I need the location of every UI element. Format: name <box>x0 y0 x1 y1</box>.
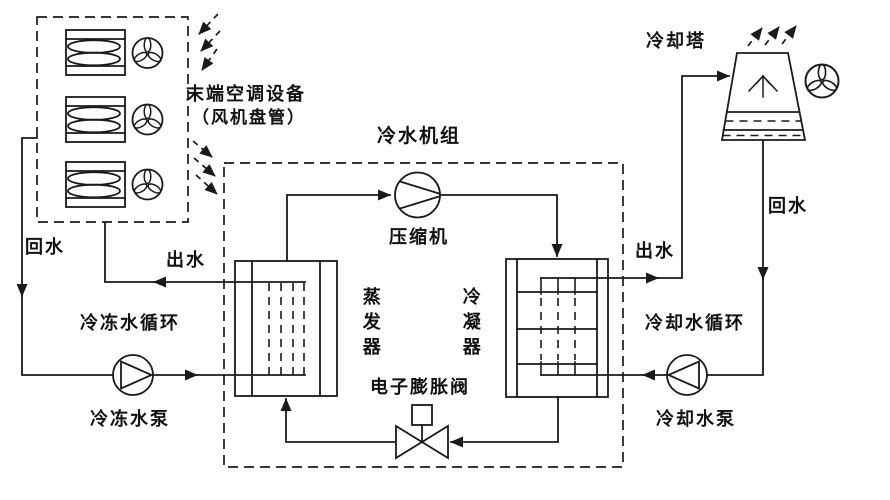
refrigerant-liquid-pipe <box>450 396 559 448</box>
cooling-pump-label: 冷却水泵 <box>656 409 736 429</box>
chilled-water-pump-icon <box>112 354 154 396</box>
evaporator-label: 蒸发器 <box>360 287 381 362</box>
terminal-units-box <box>36 16 189 223</box>
compressor-icon <box>394 171 441 219</box>
chiller-unit-box <box>223 162 624 468</box>
chiller-unit-label: 冷水机组 <box>377 126 462 147</box>
cooling-water-pump-icon <box>666 354 708 396</box>
coil-symbol <box>65 161 126 208</box>
chilled-return-label: 回水 <box>25 237 65 257</box>
cooling-loop-label: 冷却水循环 <box>645 313 745 333</box>
fan-coil-unit <box>65 96 164 143</box>
chilled-pump-label: 冷冻水泵 <box>90 409 170 429</box>
refrigerant-suction-pipe <box>286 189 391 262</box>
cooling-water-return-pipe <box>706 139 769 376</box>
airflow-arrows-cooling-tower <box>747 25 797 47</box>
fan-coil-unit <box>65 29 164 76</box>
airflow-arrows-out-of-fan-coils <box>192 140 218 195</box>
cooling-supply-label: 出水 <box>635 241 675 261</box>
fan-icon <box>131 103 164 136</box>
chilled-water-return-pipe <box>16 137 114 376</box>
coil-symbol <box>65 96 126 143</box>
condenser-label: 冷凝器 <box>460 287 481 362</box>
terminal-units-label-line2: （风机盘管） <box>192 108 306 127</box>
fan-icon <box>131 37 164 69</box>
compressor-label: 压缩机 <box>389 227 449 247</box>
evaporator-symbol <box>234 260 338 397</box>
cooling-return-label: 回水 <box>768 196 808 216</box>
cooling-tower-symbol <box>720 52 807 141</box>
coil-symbol <box>65 29 126 76</box>
expansion-valve-icon <box>395 404 449 460</box>
cooling-water-supply-pipe <box>540 70 730 284</box>
condenser-symbol <box>505 258 609 398</box>
fan-icon <box>131 168 164 201</box>
chilled-water-supply-pipe <box>104 222 306 288</box>
fan-coil-unit <box>65 161 164 208</box>
chilled-loop-label: 冷冻水循环 <box>80 313 180 333</box>
refrigerant-expansion-pipe <box>280 398 397 443</box>
cooling-tower-label: 冷却塔 <box>646 31 706 51</box>
terminal-units-label-line1: 末端空调设备 <box>186 84 306 104</box>
chilled-supply-label: 出水 <box>166 250 206 270</box>
cooling-tower-fan-icon <box>804 63 840 99</box>
airflow-arrows-into-fan-coils <box>198 13 221 71</box>
spray-icon <box>747 74 779 98</box>
expansion-valve-label: 电子膨胀阀 <box>370 377 470 397</box>
refrigerant-discharge-pipe <box>439 194 563 257</box>
